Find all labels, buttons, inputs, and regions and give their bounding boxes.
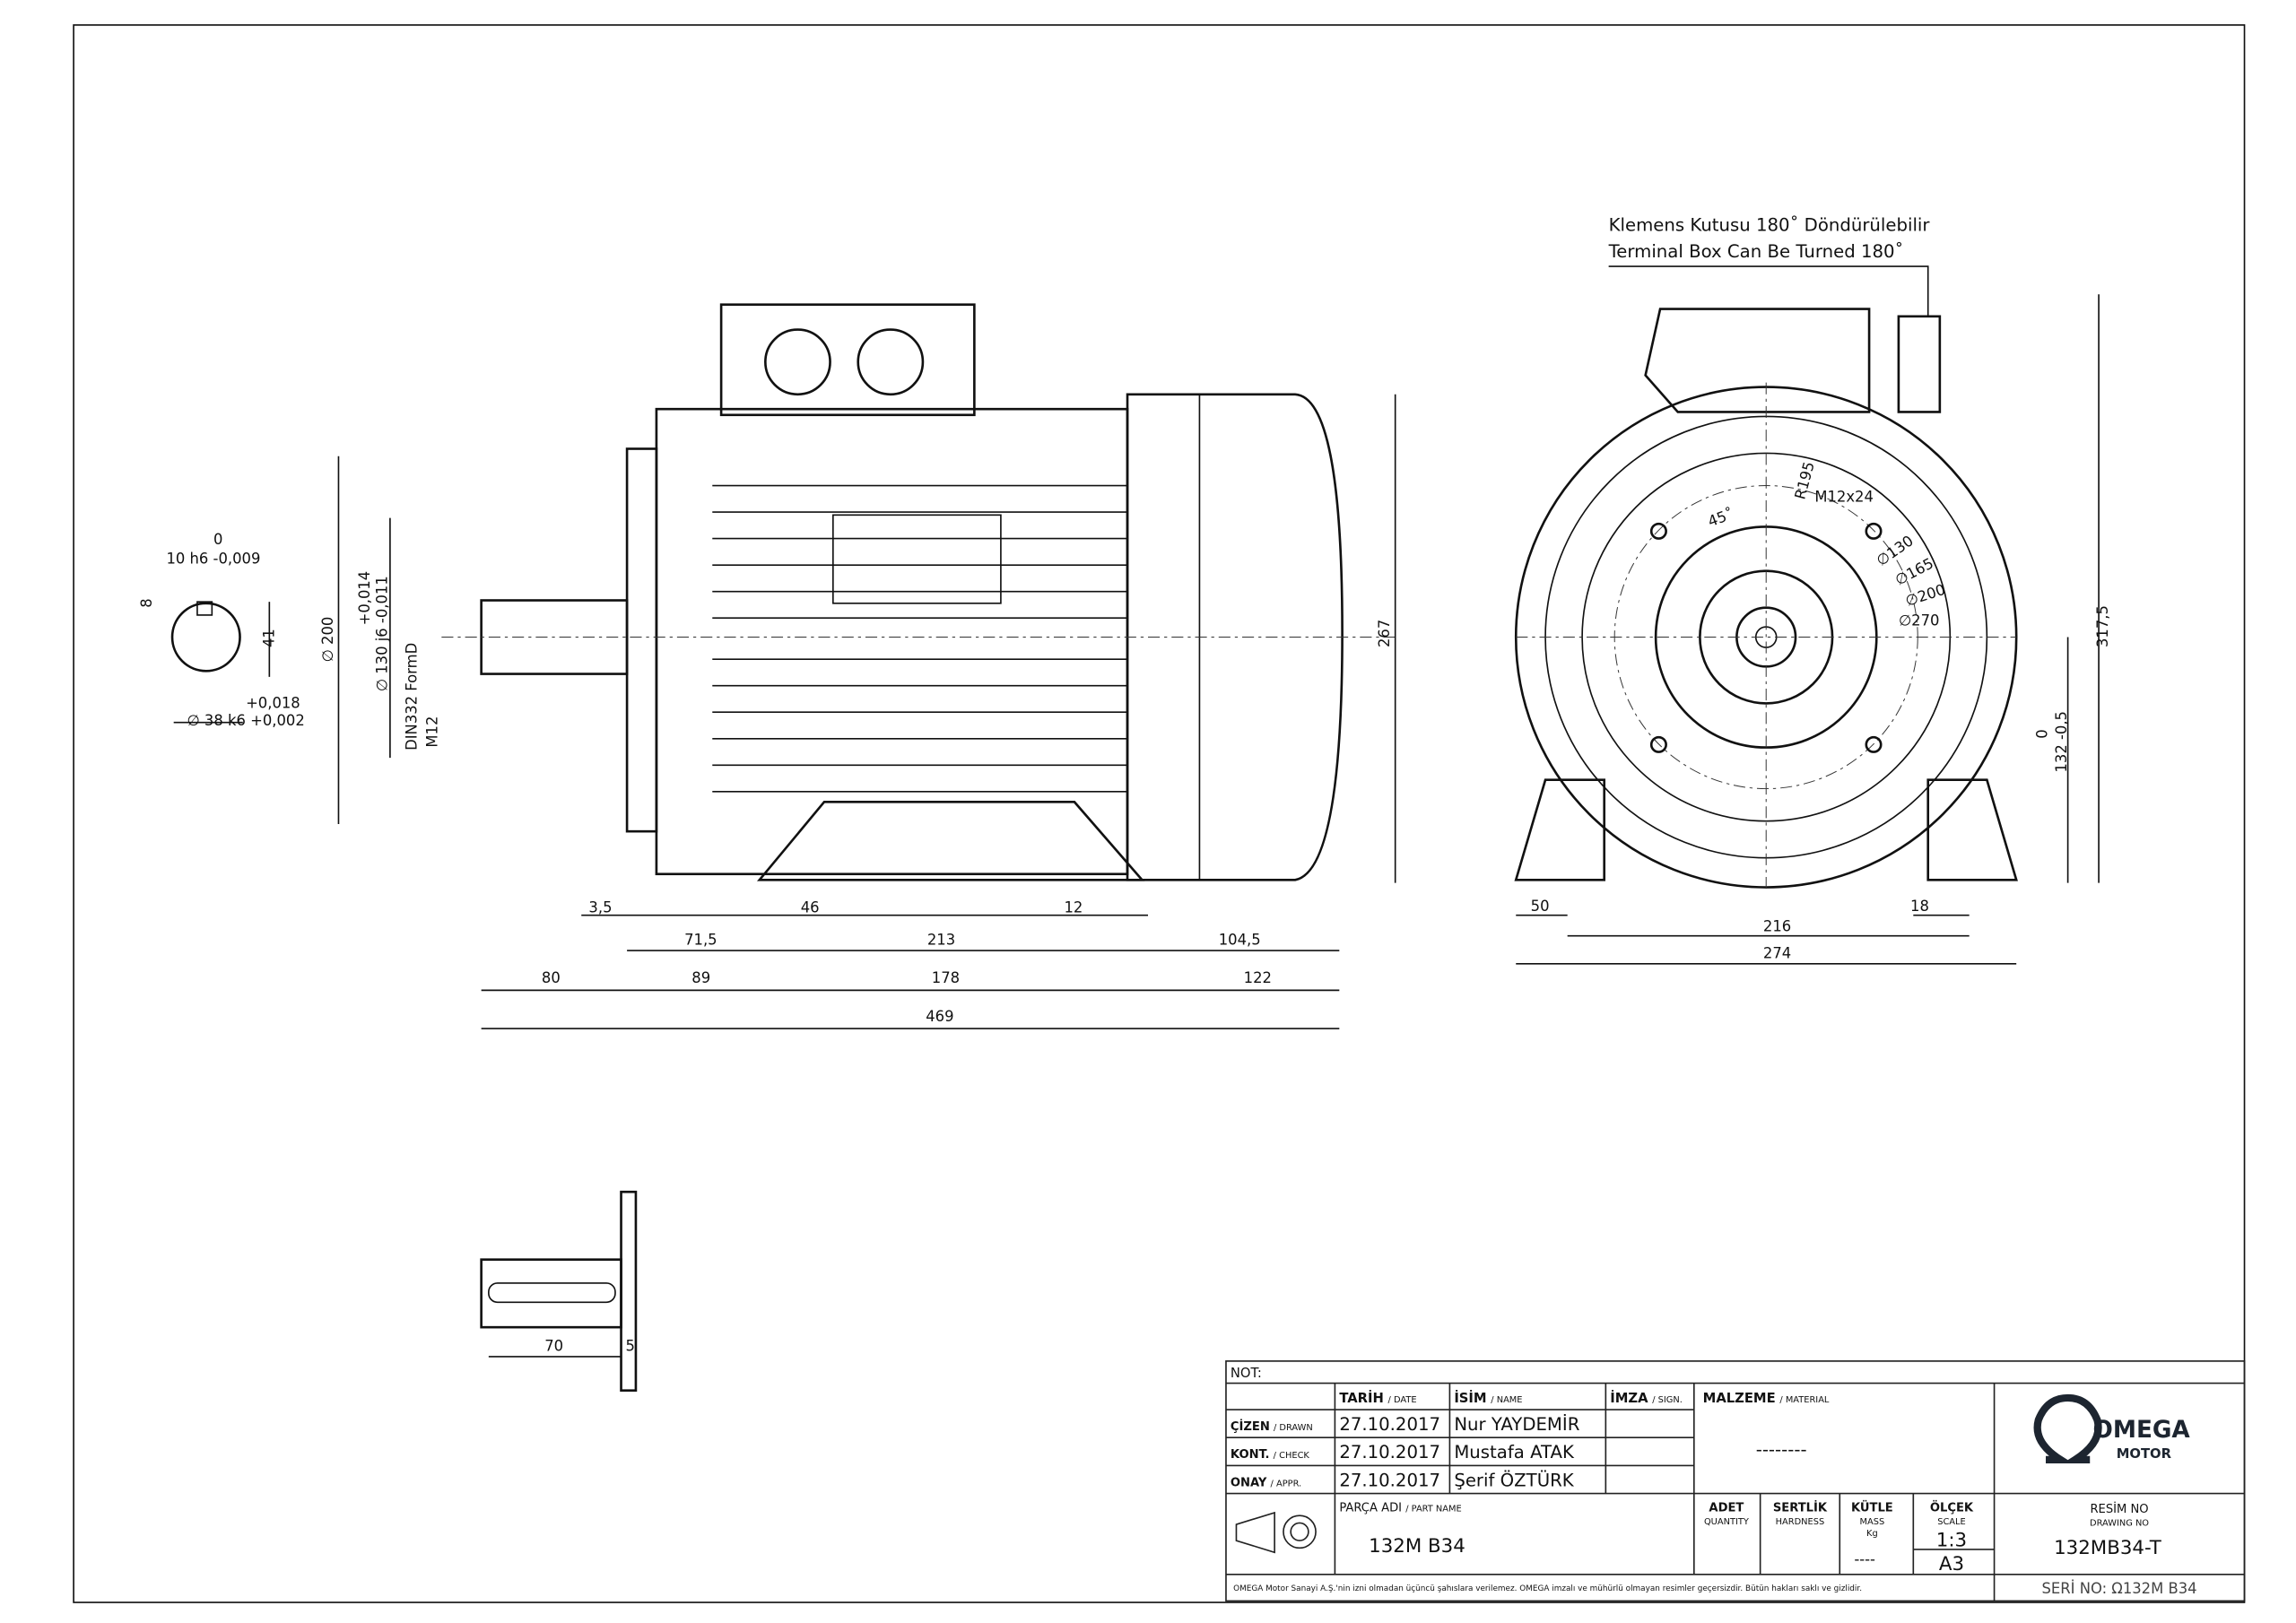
material-header: MALZEME / MATERIAL	[1703, 1391, 1830, 1406]
height-132: 132 -0,5	[2053, 711, 2070, 772]
dim-50: 50	[1531, 898, 1550, 915]
approve-name: Şerif ÖZTÜRK	[1454, 1470, 1574, 1490]
projection-symbol-icon	[1235, 1511, 1317, 1554]
key-height: 8	[138, 598, 155, 607]
quantity-sub: QUANTITY	[1704, 1517, 1750, 1527]
date-header: TARİH / DATE	[1339, 1391, 1416, 1406]
cooling-fins	[712, 484, 1128, 793]
dim-12: 12	[1064, 898, 1083, 916]
nameplate	[832, 514, 1002, 604]
check-name: Mustafa ATAK	[1454, 1442, 1575, 1462]
material-value: --------	[1756, 1439, 1807, 1460]
approve-date: 27.10.2017	[1339, 1470, 1440, 1490]
logo-omega-text: OMEGA	[2093, 1417, 2191, 1444]
hardness-header: SERTLİK	[1773, 1500, 1828, 1515]
dim-3-5: 3,5	[588, 898, 612, 916]
dia-270: ∅270	[1899, 612, 1940, 629]
dim-213: 213	[927, 932, 955, 949]
key-detail: 70 5	[480, 1190, 638, 1393]
mass-unit: Kg	[1866, 1529, 1878, 1539]
side-view	[441, 303, 1398, 881]
dim-89: 89	[691, 969, 710, 986]
sheet-size: A3	[1939, 1553, 1964, 1575]
part-name-value: 132M B34	[1369, 1535, 1465, 1558]
note-label: NOT:	[1231, 1366, 1262, 1381]
check-date: 27.10.2017	[1339, 1442, 1440, 1462]
terminal-note-tr: Klemens Kutusu 180˚ Döndürülebilir	[1609, 215, 1931, 236]
terminal-box	[719, 303, 976, 417]
dim-122: 122	[1244, 969, 1272, 986]
drawing-no-sub: DRAWING NO	[2090, 1519, 2149, 1529]
dim-flange-d: ∅ 200	[319, 617, 336, 663]
approval-row: ÇİZEN / DRAWN 27.10.2017 Nur YAYDEMİR	[1231, 1414, 1580, 1435]
angle-45: 45˚	[1706, 505, 1736, 530]
dim-46: 46	[801, 898, 820, 916]
quantity-header: ADET	[1709, 1501, 1744, 1515]
foot	[756, 801, 1145, 881]
end-view	[1514, 308, 2018, 890]
frame-body	[655, 407, 1129, 876]
sign-header: İMZA / SIGN.	[1610, 1391, 1683, 1406]
scale-header: ÖLÇEK	[1930, 1500, 1974, 1515]
role-approve: ONAY / APPR.	[1231, 1476, 1301, 1489]
dim-178: 178	[932, 969, 960, 986]
serial-number: SERİ NO: Ω132M B34	[2042, 1580, 2197, 1597]
thread-label: M12	[423, 716, 440, 748]
drawing-no-value: 132MB34-T	[2054, 1537, 2162, 1559]
mass-header: KÜTLE	[1851, 1500, 1893, 1515]
shaft-tol-top: +0,018	[246, 694, 300, 711]
approval-row: ONAY / APPR. 27.10.2017 Şerif ÖZTÜRK	[1231, 1470, 1575, 1490]
name-header: İSİM / NAME	[1454, 1391, 1522, 1406]
mass-sub: MASS	[1860, 1517, 1885, 1527]
cable-gland	[764, 328, 831, 396]
height-317-5: 317,5	[2094, 605, 2111, 647]
side-dimensions: 3,5 46 12 71,5 213 104,5 80 89 178 122 4…	[319, 394, 1396, 1029]
shaft-diameter: ∅ 38 k6 +0,002	[187, 712, 304, 729]
part-name-header: PARÇA ADI / PART NAME	[1339, 1501, 1461, 1515]
flange	[625, 447, 658, 833]
shaft-section: 0 10 h6 -0,009 8 41 +0,018 ∅ 38 k6 +0,00…	[138, 531, 305, 729]
role-check: KONT. / CHECK	[1231, 1448, 1310, 1462]
mass-value: ----	[1854, 1550, 1875, 1567]
terminal-note-en: Terminal Box Can Be Turned 180˚	[1608, 241, 1904, 262]
dim-274: 274	[1763, 944, 1791, 961]
scale-sub: SCALE	[1937, 1517, 1966, 1527]
hardness-sub: HARDNESS	[1776, 1517, 1825, 1527]
key-tol-top: 0	[213, 531, 222, 548]
sheet-border	[73, 24, 2246, 1603]
fan-cover	[1126, 393, 1344, 881]
role-drawn: ÇİZEN / DRAWN	[1231, 1419, 1313, 1434]
key-offset-5: 5	[625, 1337, 634, 1354]
title-block: NOT: TARİH / DATE İSİM / NAME İMZA / SIG…	[1225, 1360, 2246, 1602]
key-width: 10 h6 -0,009	[166, 550, 260, 567]
drawn-name: Nur YAYDEMİR	[1454, 1414, 1579, 1435]
height-tol: 0	[2034, 729, 2051, 738]
cable-gland	[857, 328, 925, 396]
bolt-thread-label: M12x24	[1814, 489, 1874, 506]
dim-469: 469	[926, 1008, 953, 1025]
dim-spigot-d: ∅ 130 j6 -0,011	[374, 576, 391, 691]
key-length-70: 70	[544, 1337, 563, 1354]
approval-row: KONT. / CHECK 27.10.2017 Mustafa ATAK	[1231, 1442, 1575, 1462]
scale-value: 1:3	[1936, 1530, 1967, 1552]
dia-200: ∅200	[1903, 581, 1947, 610]
dim-71-5: 71,5	[684, 932, 718, 949]
omega-motor-logo: OMEGA MOTOR	[2033, 1393, 2191, 1463]
dim-80: 80	[542, 969, 561, 986]
center-hole-label: DIN332 FormD	[403, 643, 420, 751]
shaft-height: 41	[260, 629, 277, 647]
dim-267: 267	[1376, 620, 1393, 647]
drawing-no-header: RESİM NO	[2090, 1502, 2148, 1516]
dim-spigot-tol: +0,014	[356, 571, 373, 626]
drawn-date: 27.10.2017	[1339, 1414, 1440, 1435]
dim-104-5: 104,5	[1219, 932, 1261, 949]
logo-motor-text: MOTOR	[2117, 1446, 2172, 1462]
disclaimer: OMEGA Motor Sanayi A.Ş.'nin izni olmadan…	[1233, 1584, 1862, 1593]
dim-216: 216	[1763, 918, 1791, 935]
dim-18: 18	[1910, 898, 1929, 915]
